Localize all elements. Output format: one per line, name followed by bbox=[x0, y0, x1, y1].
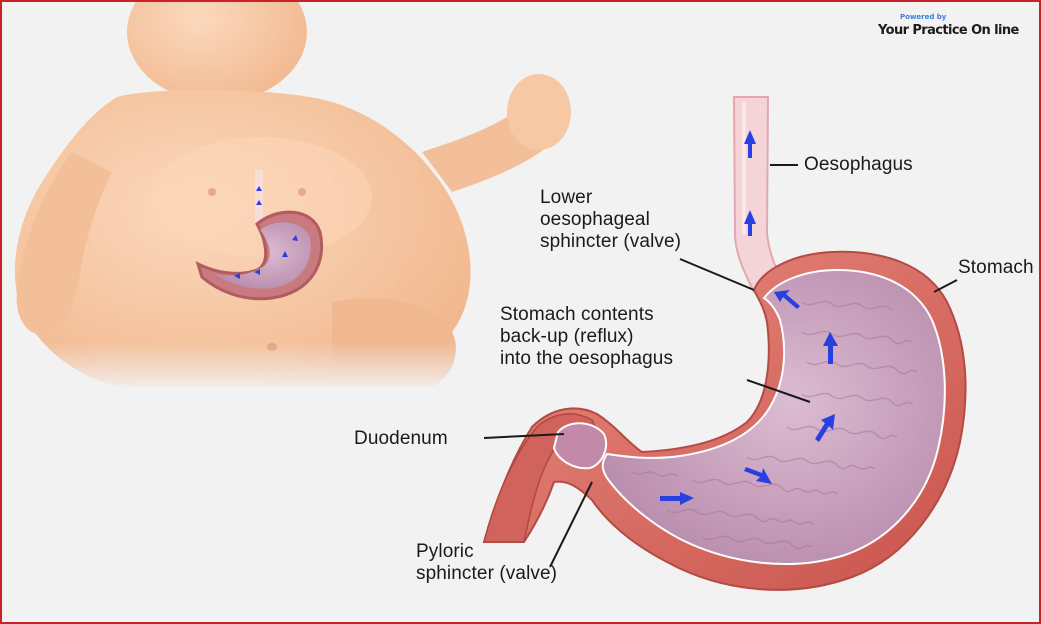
label-stomach: Stomach bbox=[958, 257, 1034, 279]
baby-right-hand bbox=[507, 74, 571, 150]
label-pyloric-sphincter: Pyloric sphincter (valve) bbox=[416, 541, 557, 585]
branding-logo: Powered by Your Practice On line bbox=[878, 12, 1041, 40]
label-lower-oesophageal-sphincter: Lower oesophageal sphincter (valve) bbox=[540, 187, 681, 253]
oesophagus-tube bbox=[734, 97, 784, 292]
label-duodenum: Duodenum bbox=[354, 428, 448, 450]
label-oesophagus: Oesophagus bbox=[804, 154, 913, 176]
baby-illustration bbox=[2, 2, 571, 392]
brand-name: Your Practice On line bbox=[878, 22, 1041, 40]
powered-by-text: Powered by bbox=[900, 12, 1041, 22]
baby-head bbox=[127, 2, 307, 102]
label-reflux: Stomach contents back-up (reflux) into t… bbox=[500, 304, 673, 370]
